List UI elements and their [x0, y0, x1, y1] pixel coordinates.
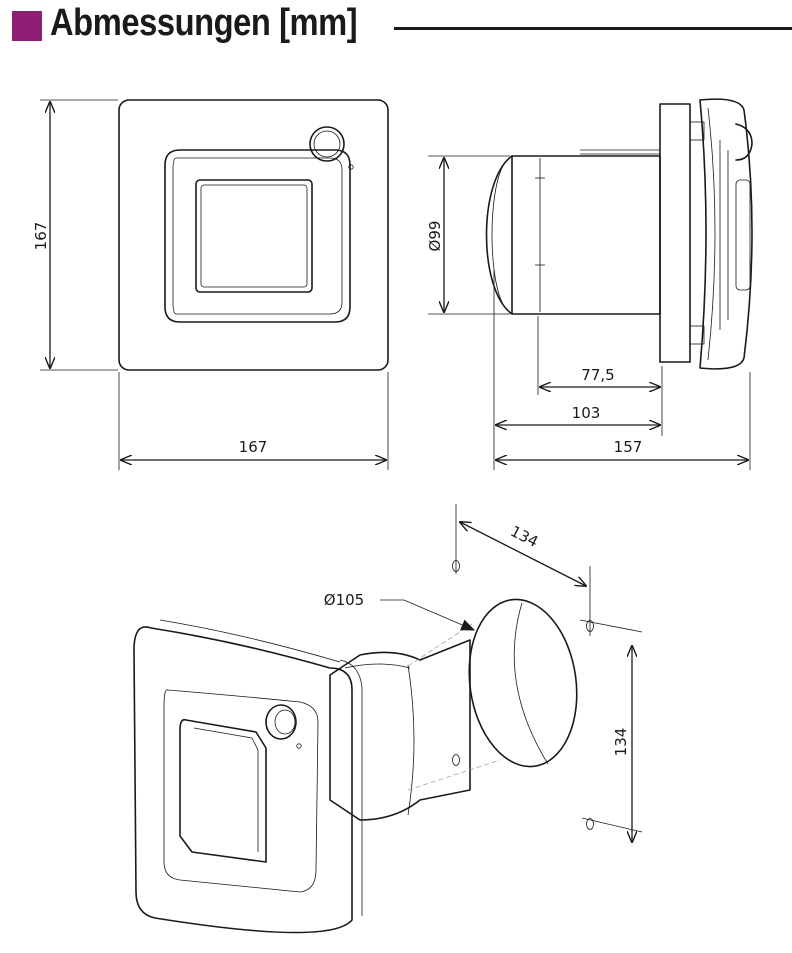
iso-diameter-leader: [380, 599, 476, 631]
side-body-depth-label: 103: [572, 404, 601, 422]
side-knob: [735, 123, 753, 161]
page-title: Abmessungen [mm]: [50, 2, 358, 44]
side-total-depth-label: 157: [614, 438, 643, 456]
header-accent-square: [12, 11, 42, 41]
iso-screw-hole-bottom-left: [452, 754, 460, 766]
side-motor-body: [511, 155, 661, 315]
iso-switch-panel: [179, 718, 267, 863]
front-width-label: 167: [239, 438, 268, 456]
iso-motor-body: [329, 639, 471, 821]
iso-screw-hole-bottom-right: [586, 818, 594, 830]
side-spigot-length-label: 77,5: [581, 366, 614, 384]
front-indicator-led: [348, 164, 354, 170]
side-front-cover: [699, 98, 753, 370]
front-height-label: 167: [32, 222, 50, 251]
side-duct-dome: [485, 155, 513, 315]
iso-inner-frame: [163, 689, 319, 893]
iso-view: [133, 504, 643, 934]
side-diameter-label: Ø99: [426, 221, 444, 252]
front-cover-plate: [118, 99, 389, 371]
side-view: [428, 98, 753, 470]
header-rule: [394, 27, 792, 30]
iso-horizontal-spacing-label: 134: [507, 522, 541, 551]
iso-adjust-knob: [265, 704, 297, 740]
iso-diameter-label: Ø105: [324, 591, 364, 609]
iso-vertical-spacing-label: 134: [612, 728, 630, 757]
front-switch-panel: [195, 179, 313, 293]
iso-cover-plate: [133, 626, 353, 934]
front-view: [40, 99, 389, 470]
iso-spigot-ring: [468, 598, 578, 768]
side-mounting-plate: [659, 103, 691, 363]
header: Abmessungen [mm]: [0, 0, 792, 60]
front-adjust-knob: [309, 126, 345, 162]
front-inner-frame: [164, 149, 351, 323]
iso-horizontal-spacing-dimension: [460, 522, 586, 586]
